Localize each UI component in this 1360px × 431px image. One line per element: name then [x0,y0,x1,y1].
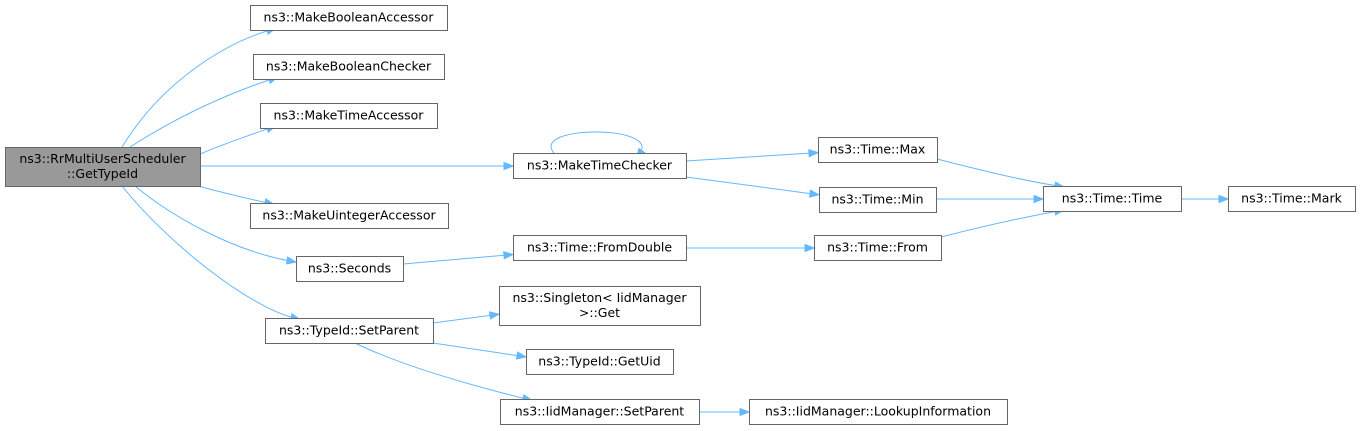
node-tmax[interactable]: ns3::Time::Max [818,137,938,163]
node-sget[interactable]: ns3::Singleton< IidManager>::Get [499,286,701,326]
node-mta[interactable]: ns3::MakeTimeAccessor [260,103,438,129]
node-mtc[interactable]: ns3::MakeTimeChecker [513,153,687,179]
edge-sec-to-tfd [402,254,508,265]
node-ili[interactable]: ns3::IidManager::LookupInformation [749,399,1008,425]
node-label: ns3::Time::Max [830,142,926,157]
node-box [250,5,448,31]
edge-root-to-sec [134,185,291,262]
node-box [265,318,434,344]
node-box [513,153,687,179]
node-box [296,256,404,282]
node-box [1228,186,1356,212]
node-tmin[interactable]: ns3::Time::Min [819,187,937,213]
node-label: >::Get [579,305,620,320]
arrowhead-mtc-to-tmax [808,148,820,158]
edge-mtc-to-tmax [685,152,813,162]
edge-tfrom-to-ttime [940,210,1059,238]
node-sec[interactable]: ns3::Seconds [296,256,404,282]
arrowhead-mtc-to-tmin [808,189,821,198]
node-box [819,187,937,213]
node-box [260,103,438,129]
nodes-layer: ns3::RrMultiUserScheduler::GetTypeIdns3:… [5,5,1356,425]
node-mba[interactable]: ns3::MakeBooleanAccessor [250,5,448,31]
node-mbc[interactable]: ns3::MakeBooleanChecker [253,54,445,80]
node-label: ns3::Time::Mark [1241,191,1342,206]
node-mua[interactable]: ns3::MakeUintegerAccessor [250,203,449,229]
node-label: ns3::IidManager::LookupInformation [765,404,991,419]
arrowhead-root-to-sec [285,256,298,265]
node-tfrom[interactable]: ns3::Time::From [814,235,942,261]
arrowhead-isp-to-ili [739,407,751,417]
edge-root-to-mbc [129,78,273,148]
node-sp[interactable]: ns3::TypeId::SetParent [265,318,434,344]
arrowhead-sp-to-sget [488,311,501,320]
node-isp[interactable]: ns3::IidManager::SetParent [500,399,700,425]
node-box [513,235,687,261]
node-label: ns3::Seconds [308,261,391,276]
node-label: ns3::MakeTimeAccessor [274,108,425,123]
arrowhead-tfd-to-tfrom [804,243,816,253]
node-label: ns3::TypeId::GetUid [538,354,660,369]
node-guid[interactable]: ns3::TypeId::GetUid [526,349,674,375]
node-box [749,399,1008,425]
arrowhead-sp-to-guid [515,351,528,360]
edge-root-to-mua [197,185,269,204]
node-label: ns3::Time::FromDouble [527,240,672,255]
edge-root-to-mta [197,127,271,156]
node-label: ns3::Time::Min [831,192,923,207]
node-label: ns3::IidManager::SetParent [515,404,685,419]
node-ttime[interactable]: ns3::Time::Time [1043,186,1182,212]
arrowhead-sec-to-tfd [503,251,515,260]
node-label: ns3::Time::From [827,240,928,255]
arrowhead-tmin-to-ttime [1033,194,1045,204]
edge-tmax-to-ttime [936,158,1059,187]
node-box [526,349,674,375]
node-label: ns3::Time::Time [1062,191,1163,206]
node-tfd[interactable]: ns3::Time::FromDouble [513,235,687,261]
node-box [253,54,445,80]
node-label: ns3::MakeBooleanChecker [266,59,432,74]
edge-root-to-mba [121,29,271,148]
node-box [499,286,701,326]
edge-sp-to-sget [432,314,494,324]
edge-sp-to-guid [432,342,521,357]
node-box [500,399,700,425]
edge-mtc-to-tmin [685,176,814,195]
edge-sp-to-isp [354,342,527,400]
node-box [250,203,449,229]
node-box [5,147,201,187]
node-box [1043,186,1182,212]
node-label: ns3::RrMultiUserScheduler [19,151,186,166]
node-label: ns3::MakeBooleanAccessor [264,10,435,25]
edge-mtc-to-mtc [550,131,643,154]
node-tmark[interactable]: ns3::Time::Mark [1228,186,1356,212]
node-label: ns3::Singleton< IidManager [512,290,687,305]
arrowhead-root-to-mtc [503,161,515,171]
node-box [814,235,942,261]
node-label: ns3::TypeId::SetParent [279,323,419,338]
node-box [818,137,938,163]
edge-root-to-sp [121,185,295,319]
node-label: ::GetTypeId [67,166,138,181]
arrowhead-ttime-to-tmark [1218,194,1230,204]
node-root[interactable]: ns3::RrMultiUserScheduler::GetTypeId [5,147,201,187]
node-label: ns3::MakeTimeChecker [527,158,673,173]
node-label: ns3::MakeUintegerAccessor [262,208,436,223]
